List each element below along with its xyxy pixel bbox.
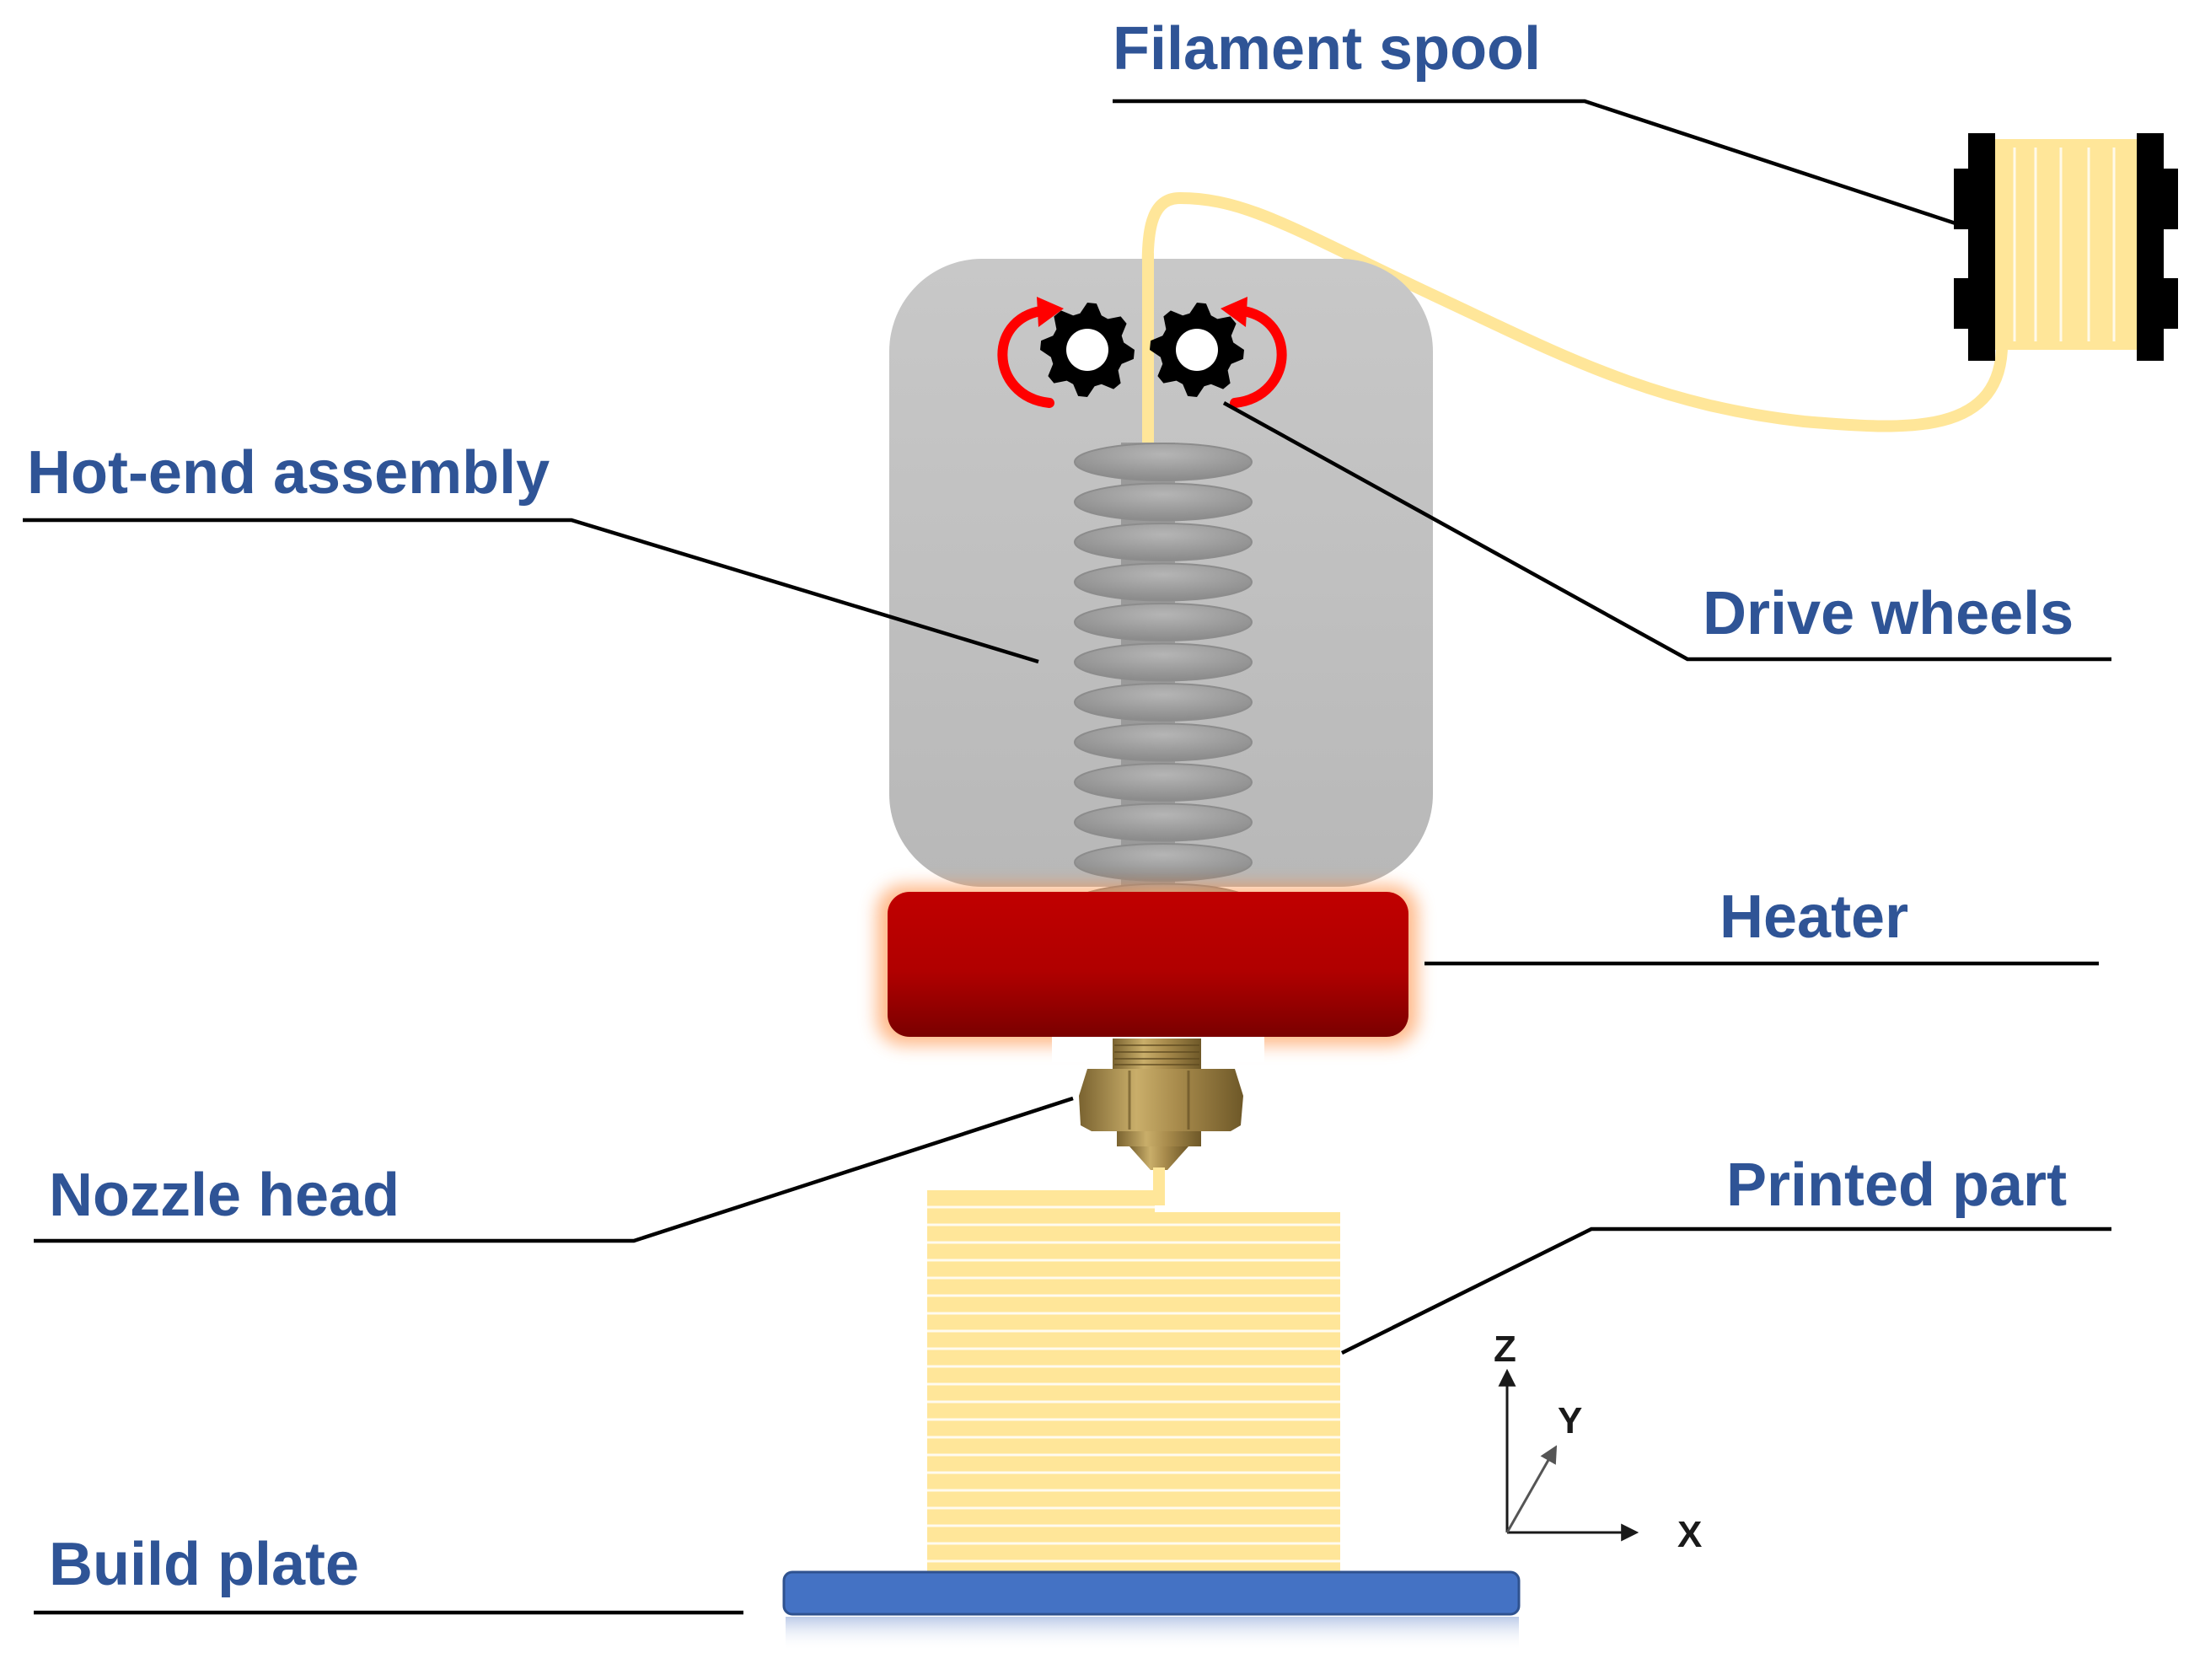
- y-axis-arrow: [1505, 1445, 1558, 1533]
- rotate-arrow-icon: [1221, 297, 1287, 408]
- gear-icon: [1040, 303, 1135, 397]
- build-plate-reflection: [786, 1617, 1519, 1650]
- build-plate: [782, 1570, 1521, 1616]
- heat-sink-fin: [1074, 843, 1253, 882]
- drive-wheel-right: [1150, 303, 1244, 397]
- label-nozzle-head: Nozzle head: [49, 1162, 400, 1229]
- heat-sink-fin: [1074, 683, 1253, 722]
- nozzle: [1052, 1037, 1264, 1170]
- label-hot-end-assembly: Hot-end assembly: [27, 439, 550, 507]
- gear-icon: [1150, 303, 1244, 397]
- heater-block: [888, 892, 1408, 1037]
- leader-printed-part: [1340, 1226, 2111, 1355]
- heat-sink-fin: [1074, 642, 1253, 682]
- heat-sink-fin: [1074, 802, 1253, 842]
- label-build-plate: Build plate: [49, 1531, 359, 1598]
- leader-drive-wheels: [1222, 401, 2111, 662]
- leader-hot-end-assembly: [23, 518, 1039, 664]
- label-filament-spool: Filament spool: [1113, 15, 1541, 83]
- heat-sink-fin: [1074, 443, 1253, 481]
- y-axis-label: Y: [1558, 1400, 1582, 1441]
- heat-sink-fin: [1074, 562, 1253, 602]
- leader-filament-spool: [1113, 99, 1956, 226]
- label-heater: Heater: [1720, 883, 1908, 951]
- heat-sink-fin: [1074, 722, 1253, 762]
- heat-sink-fins: [1074, 443, 1253, 922]
- x-axis-label: X: [1677, 1514, 1702, 1555]
- leader-nozzle-head: [34, 1096, 1074, 1243]
- filament-strand: [1141, 191, 2009, 448]
- coordinate-axes: Z Y X: [1494, 1328, 1702, 1555]
- heat-sink-fin: [1074, 523, 1253, 561]
- label-printed-part: Printed part: [1726, 1151, 2067, 1219]
- heat-sink-fin: [1074, 763, 1253, 802]
- rotate-arrow-icon: [997, 297, 1064, 408]
- heat-sink-fin: [1074, 482, 1253, 522]
- label-drive-wheels: Drive wheels: [1703, 580, 2074, 647]
- drive-wheel-left: [1040, 303, 1135, 397]
- filament-spool: [1954, 133, 2178, 361]
- printed-part: [927, 1190, 1340, 1575]
- z-axis-label: Z: [1494, 1328, 1516, 1370]
- heat-sink-fin: [1074, 603, 1253, 641]
- leader-lines: [23, 99, 2111, 1615]
